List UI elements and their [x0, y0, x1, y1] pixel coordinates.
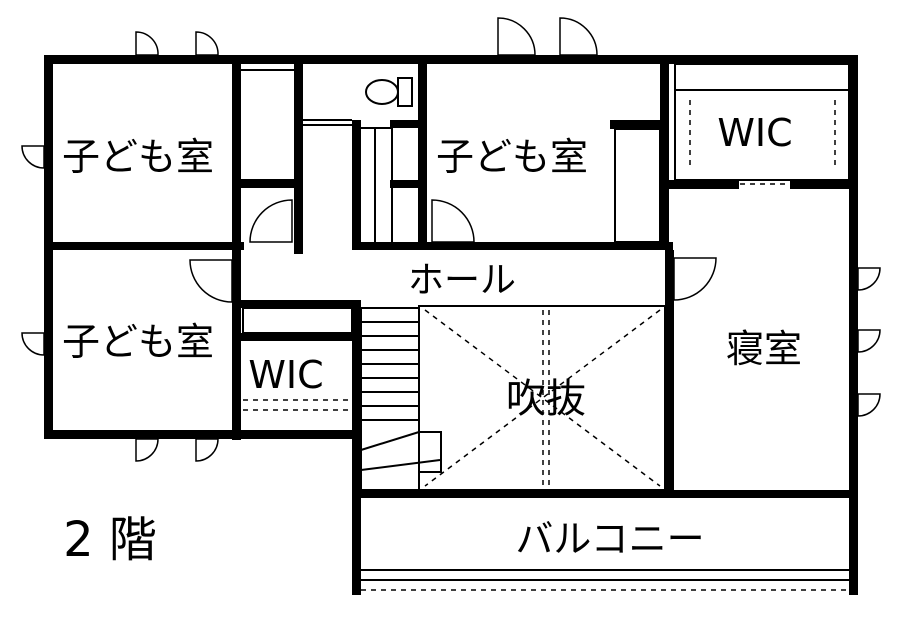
- balcony-label: バルコニー: [515, 517, 704, 561]
- door-icon: [497, 17, 536, 56]
- void-area: [418, 305, 666, 491]
- child-room-1-label: 子ども室: [62, 135, 214, 179]
- wic-hangers: [243, 100, 836, 411]
- door-icon: [195, 31, 219, 56]
- bedroom-label: 寝室: [726, 327, 802, 371]
- door-icon: [559, 17, 598, 56]
- door-icon: [857, 393, 881, 417]
- wic-upper-label: WIC: [717, 111, 792, 155]
- door-icon: [195, 438, 219, 462]
- fixtures: [239, 63, 850, 591]
- door-icon: [673, 257, 717, 301]
- stairs: [360, 307, 442, 491]
- floor-label: 2 階: [63, 512, 157, 568]
- door-icon: [135, 438, 159, 462]
- door-icon: [857, 329, 881, 353]
- child-room-2-label: 子ども室: [436, 135, 588, 179]
- hall-label: ホール: [408, 260, 516, 301]
- child-room-3-label: 子ども室: [62, 320, 214, 364]
- door-icon: [189, 259, 233, 303]
- door-icon: [857, 267, 881, 291]
- door-icon: [249, 199, 293, 243]
- door-icon: [21, 145, 45, 169]
- door-icon: [135, 31, 159, 56]
- door-icon: [21, 332, 45, 356]
- void-label: 吹抜: [506, 376, 586, 422]
- door-icon: [431, 199, 475, 243]
- wic-lower-label: WIC: [248, 353, 323, 397]
- toilet-icon: [365, 77, 413, 107]
- doors: [21, 17, 881, 462]
- interior-walls: [44, 64, 858, 498]
